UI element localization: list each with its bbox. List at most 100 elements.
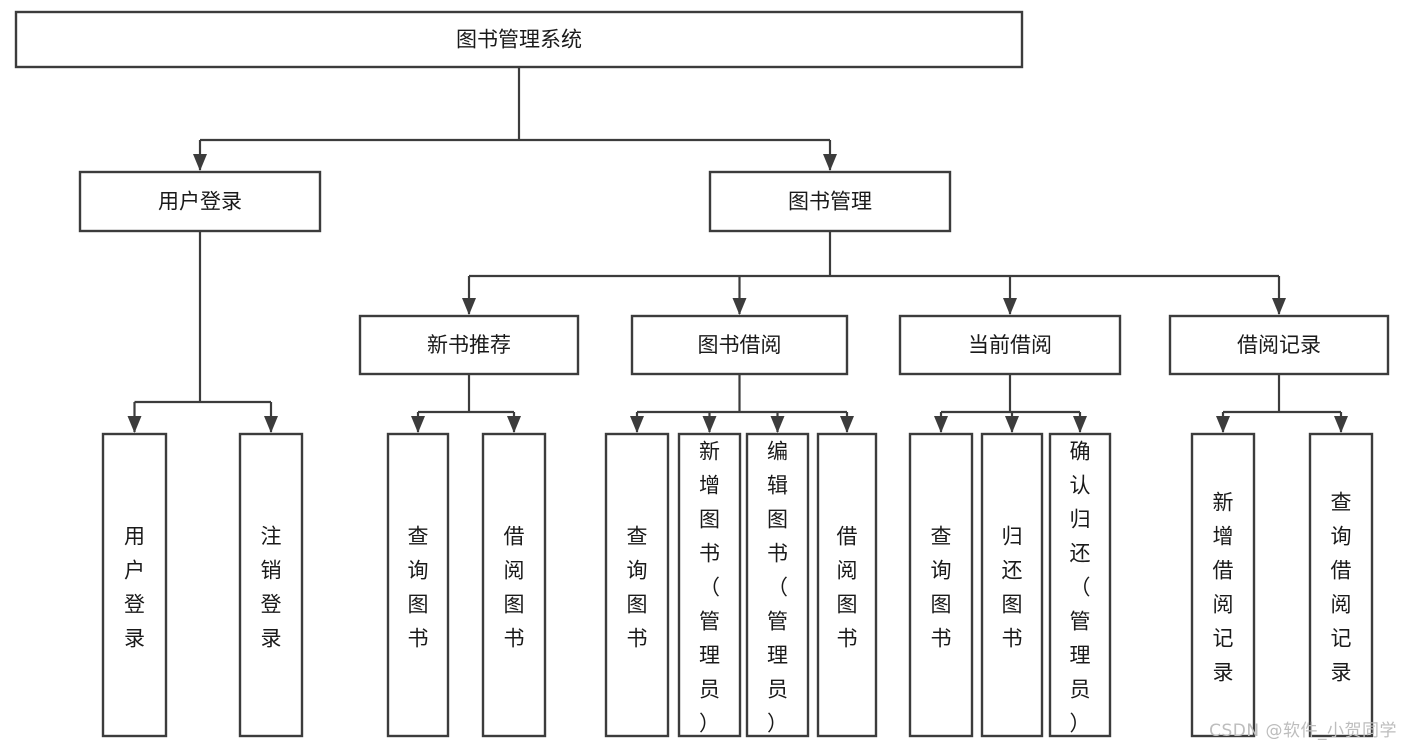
node-box[interactable] <box>980 432 1044 738</box>
arrow-head-icon <box>823 154 837 171</box>
node-box[interactable] <box>358 314 580 376</box>
node-label-char: 借 <box>1213 559 1234 583</box>
node-box[interactable] <box>708 170 952 233</box>
arrow-head-icon <box>1003 298 1017 315</box>
node-label-char: ） <box>767 712 788 736</box>
node-label-char: 理 <box>1070 644 1091 668</box>
arrow-head-icon <box>1216 416 1230 433</box>
node-box[interactable] <box>1190 432 1256 738</box>
node-box[interactable] <box>677 432 742 738</box>
node-box[interactable] <box>238 432 304 738</box>
node-box[interactable] <box>604 432 670 738</box>
node-label-char: 图 <box>767 508 788 532</box>
node-box[interactable] <box>1308 432 1374 738</box>
node-label: 当前借阅 <box>968 333 1052 357</box>
node-label: 图书借阅 <box>698 333 782 357</box>
node-label-char: 管 <box>699 610 720 634</box>
arrow-head-icon <box>1005 416 1019 433</box>
node-label: 用户登录 <box>158 190 242 214</box>
node-label-char: 书 <box>504 627 525 651</box>
node-label-char: 户 <box>124 559 145 583</box>
node-label-char: 查 <box>408 525 429 549</box>
node-label-char: 员 <box>1070 678 1091 702</box>
node-box[interactable] <box>78 170 322 233</box>
root-node-book-management-system[interactable]: 图书管理系统 <box>14 10 1024 69</box>
node-label-char: 还 <box>1002 559 1023 583</box>
node-label-char: 归 <box>1002 525 1023 549</box>
watermark-label: CSDN @软件_小贺同学 <box>1209 721 1397 741</box>
node-box[interactable] <box>481 432 547 738</box>
node-label-char: 书 <box>699 542 720 566</box>
node-label-char: 录 <box>1213 661 1234 685</box>
arrow-head-icon <box>770 416 785 433</box>
node-box[interactable] <box>816 432 878 738</box>
node-box[interactable] <box>14 10 1024 69</box>
node-label-char: 管 <box>1070 610 1091 634</box>
node-label-char: 辑 <box>767 474 788 498</box>
leaf-node-leaf-user-login[interactable]: 用户登录 <box>101 432 168 738</box>
node-label-char: ） <box>1070 712 1091 736</box>
level3-node-book-borrow[interactable]: 图书借阅 <box>630 314 849 376</box>
level3-node-new-book-rec[interactable]: 新书推荐 <box>358 314 580 376</box>
node-label-char: 登 <box>261 593 282 617</box>
node-box[interactable] <box>1048 432 1112 738</box>
node-label-char: 书 <box>627 627 648 651</box>
node-label-char: 图 <box>627 593 648 617</box>
arrow-head-icon <box>840 416 854 433</box>
node-label-char: 新 <box>699 440 720 464</box>
node-label-char: 书 <box>837 627 858 651</box>
node-box[interactable] <box>101 432 168 738</box>
level3-node-borrow-record[interactable]: 借阅记录 <box>1168 314 1390 376</box>
node-label-char: 图 <box>504 593 525 617</box>
node-label-char: 询 <box>1331 525 1352 549</box>
node-label-char: 查 <box>1331 491 1352 515</box>
node-label-char: 录 <box>261 627 282 651</box>
node-box[interactable] <box>745 432 810 738</box>
node-label-char: 登 <box>124 593 145 617</box>
node-label-char: （ <box>1070 576 1091 600</box>
level2-node-book-manage[interactable]: 图书管理 <box>708 170 952 233</box>
node-label-char: 询 <box>931 559 952 583</box>
node-label-char: 借 <box>837 525 858 549</box>
node-box[interactable] <box>1168 314 1390 376</box>
level3-node-current-borrow[interactable]: 当前借阅 <box>898 314 1122 376</box>
node-label-char: 阅 <box>504 559 525 583</box>
arrow-head-icon <box>462 298 476 315</box>
node-label-char: 询 <box>627 559 648 583</box>
node-label-char: 查 <box>627 525 648 549</box>
node-label-char: 图 <box>408 593 429 617</box>
arrow-head-icon <box>702 416 717 433</box>
node-label-char: 归 <box>1070 508 1091 532</box>
node-box[interactable] <box>898 314 1122 376</box>
node-box[interactable] <box>386 432 450 738</box>
node-label-char: 录 <box>1331 661 1352 685</box>
node-label: 新书推荐 <box>427 333 511 357</box>
level2-node-user-login[interactable]: 用户登录 <box>78 170 322 233</box>
node-label-char: 理 <box>767 644 788 668</box>
node-label-char: 阅 <box>1331 593 1352 617</box>
node-box[interactable] <box>630 314 849 376</box>
node-label-char: 管 <box>767 610 788 634</box>
arrow-head-icon <box>934 416 948 433</box>
arrow-head-icon <box>1334 416 1348 433</box>
node-box[interactable] <box>908 432 974 738</box>
node-label-char: 书 <box>931 627 952 651</box>
node-label-char: 编 <box>767 440 788 464</box>
arrow-head-icon <box>193 154 207 171</box>
node-label-char: 书 <box>1002 627 1023 651</box>
node-label-char: 记 <box>1331 627 1352 651</box>
node-label-char: 新 <box>1213 491 1234 515</box>
node-label-char: 借 <box>504 525 525 549</box>
